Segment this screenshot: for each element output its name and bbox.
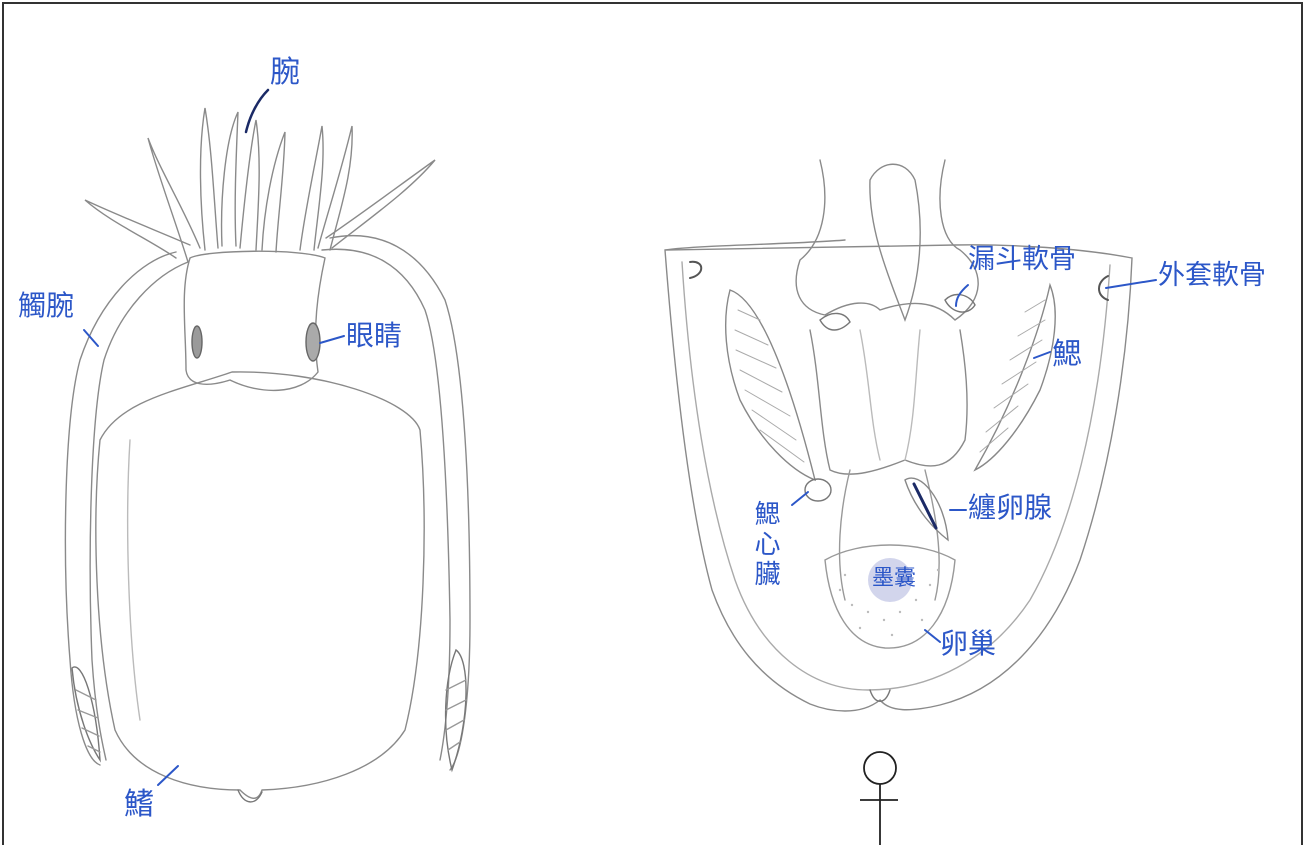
pointer-gill — [1034, 352, 1050, 358]
mantle-cartilage-left — [690, 262, 701, 278]
viscera — [810, 330, 967, 474]
label-ovary: 卵巢 — [940, 630, 996, 658]
head — [184, 251, 325, 390]
funnel-tip — [870, 164, 920, 320]
pointer-branchial-heart — [792, 492, 808, 505]
gill-right — [975, 285, 1055, 470]
funnel-cartilage-left — [820, 313, 850, 330]
label-branchial-heart: 鰓心臟 — [752, 500, 778, 590]
label-arm: 腕 — [270, 58, 300, 88]
tentacles — [65, 236, 470, 770]
mantle-inner — [128, 440, 140, 720]
label-tentacle: 觸腕 — [18, 292, 74, 320]
label-funnel-cartilage: 漏斗軟骨 — [968, 246, 1076, 273]
label-fin: 鰭 — [124, 790, 154, 820]
arms — [85, 108, 435, 262]
right-eye — [306, 323, 320, 361]
opened-mantle — [665, 240, 1132, 711]
pointer-fin — [158, 766, 178, 785]
page-frame — [3, 3, 1302, 845]
branchial-heart — [805, 479, 831, 501]
gill-left — [726, 290, 815, 480]
pointer-eye — [320, 336, 344, 343]
label-ink-sac: 墨囊 — [872, 568, 916, 590]
female-symbol — [860, 752, 898, 845]
cuttlefish-dissected-view — [665, 160, 1132, 711]
left-eye — [192, 326, 202, 358]
label-gill: 鰓 — [1052, 340, 1082, 370]
viscera-inner — [860, 330, 920, 460]
pointer-ovary — [925, 630, 940, 642]
mantle — [96, 372, 424, 798]
funnel-cartilage-right — [945, 295, 975, 313]
label-eye: 眼睛 — [346, 322, 402, 350]
cuttlefish-dorsal-view — [65, 108, 470, 802]
label-nidamental-gland: 纏卵腺 — [968, 494, 1052, 522]
label-mantle-cartilage: 外套軟骨 — [1158, 262, 1266, 289]
